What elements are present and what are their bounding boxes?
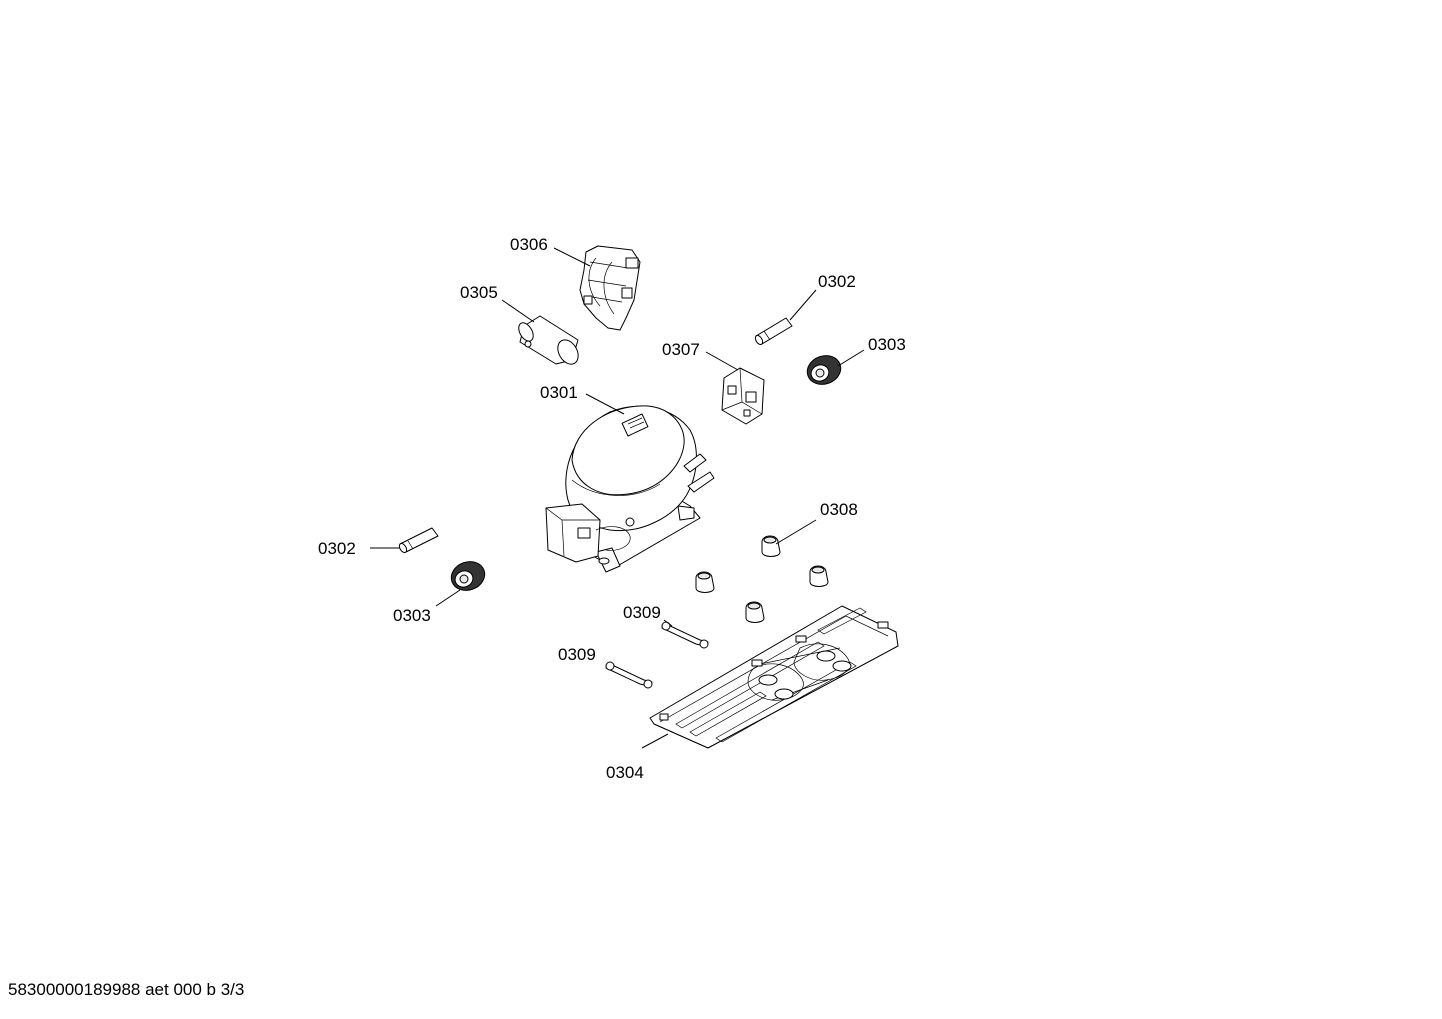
part-0302-pin-top[interactable] [754,317,793,346]
part-0308-foot-2[interactable] [695,571,715,593]
leader-0308 [775,519,817,545]
part-0301-compressor[interactable] [545,405,715,573]
leader-0301 [585,393,625,415]
callout-0301: 0301 [540,383,578,402]
part-0309-clip-lower[interactable] [605,661,653,689]
leader-0306 [553,247,591,267]
callout-0304: 0304 [606,763,644,782]
callout-0302-top: 0302 [818,272,856,291]
callout-0307: 0307 [662,340,700,359]
callout-0305: 0305 [460,283,498,302]
leader-0309-upper [663,619,673,627]
part-0303-grommet-top[interactable] [803,351,845,389]
part-0304-base-plate[interactable] [649,605,899,749]
leader-0303-left [435,589,461,607]
leader-0303-top [837,349,865,367]
part-0306-bracket[interactable] [579,245,641,331]
callout-0309-upper: 0309 [623,603,661,622]
leader-0302-top [789,289,817,321]
part-0308-foot-1[interactable] [761,535,781,557]
callout-0308: 0308 [820,500,858,519]
leader-0304 [641,733,669,749]
callout-0303-left: 0303 [393,606,431,625]
part-0308-foot-4[interactable] [745,601,765,623]
part-0308-foot-3[interactable] [809,565,829,587]
leader-0307 [705,351,739,371]
callout-0309-lower: 0309 [558,645,596,664]
leader-0305 [501,299,535,323]
part-0305-capacitor[interactable] [516,315,582,368]
part-0309-clip-upper[interactable] [661,621,709,649]
document-id: 58300000189988 aet 000 b 3/3 [8,980,245,999]
callout-0306: 0306 [510,235,548,254]
part-0303-grommet-left[interactable] [447,557,489,595]
callout-0303-top: 0303 [868,335,906,354]
part-0302-pin-left[interactable] [398,527,439,554]
callout-0302-left: 0302 [318,539,356,558]
part-0307-relay[interactable] [721,367,765,425]
